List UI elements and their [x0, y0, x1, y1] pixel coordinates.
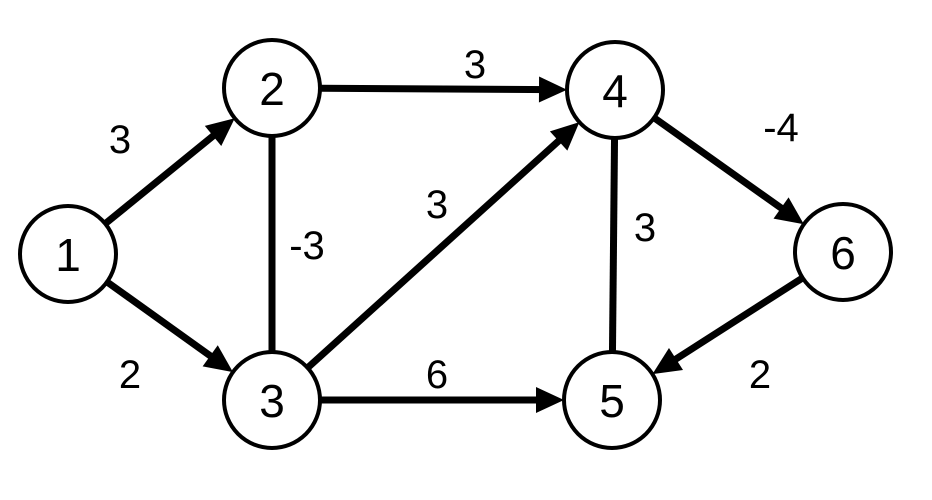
node-4[interactable]: 4 [565, 40, 665, 140]
edge-weight-label-1-2: 3 [109, 118, 131, 162]
arrowhead-1-to-2 [204, 118, 235, 147]
edge-labels-layer: 3 2 3 -3 3 6 3 -4 2 [109, 43, 799, 397]
edge-6-to-5 [663, 274, 805, 369]
edge-weight-label-6-5: 2 [749, 353, 771, 397]
node-circle-3[interactable] [222, 350, 322, 450]
node-label-1: 1 [55, 229, 81, 281]
arrowhead-1-to-3 [202, 345, 233, 373]
arrowhead-3-to-5 [536, 387, 564, 413]
node-1[interactable]: 1 [18, 204, 118, 304]
edge-4-to-6 [652, 114, 794, 219]
node-label-2: 2 [259, 63, 285, 115]
node-circle-1[interactable] [18, 204, 118, 304]
edge-weight-label-4-6: -4 [763, 106, 799, 150]
edge-weight-label-1-3: 2 [119, 353, 141, 397]
nodes-layer: 1 2 3 4 5 6 [18, 38, 893, 450]
arrowhead-6-to-5 [652, 348, 684, 375]
node-label-6: 6 [830, 227, 856, 279]
node-5[interactable]: 5 [562, 350, 662, 450]
edge-3-to-4 [305, 129, 571, 371]
edge-1-to-3 [104, 279, 223, 366]
edge-weight-label-4-5: 3 [634, 206, 656, 250]
node-label-3: 3 [259, 375, 285, 427]
edge-1-to-2 [103, 125, 226, 227]
arrowhead-2-to-4 [538, 76, 568, 103]
edge-weight-label-3-5: 6 [426, 353, 448, 397]
node-2[interactable]: 2 [222, 38, 322, 138]
edges-layer [103, 76, 805, 413]
node-circle-4[interactable] [565, 40, 665, 140]
node-circle-2[interactable] [222, 38, 322, 138]
edge-2-to-4 [319, 84, 552, 94]
node-3[interactable]: 3 [222, 350, 322, 450]
node-6[interactable]: 6 [793, 202, 893, 302]
node-circle-5[interactable] [562, 350, 662, 450]
edge-weight-label-3-4: 3 [426, 183, 448, 227]
node-circle-6[interactable] [793, 202, 893, 302]
node-label-4: 4 [602, 65, 628, 117]
edge-4-to-5 [608, 137, 619, 353]
arrowhead-4-to-6 [773, 197, 804, 225]
edge-weight-label-2-4: 3 [464, 43, 486, 87]
arrowhead-3-to-4 [549, 122, 580, 151]
edge-weight-label-2-3: -3 [289, 224, 325, 268]
node-label-5: 5 [599, 375, 625, 427]
